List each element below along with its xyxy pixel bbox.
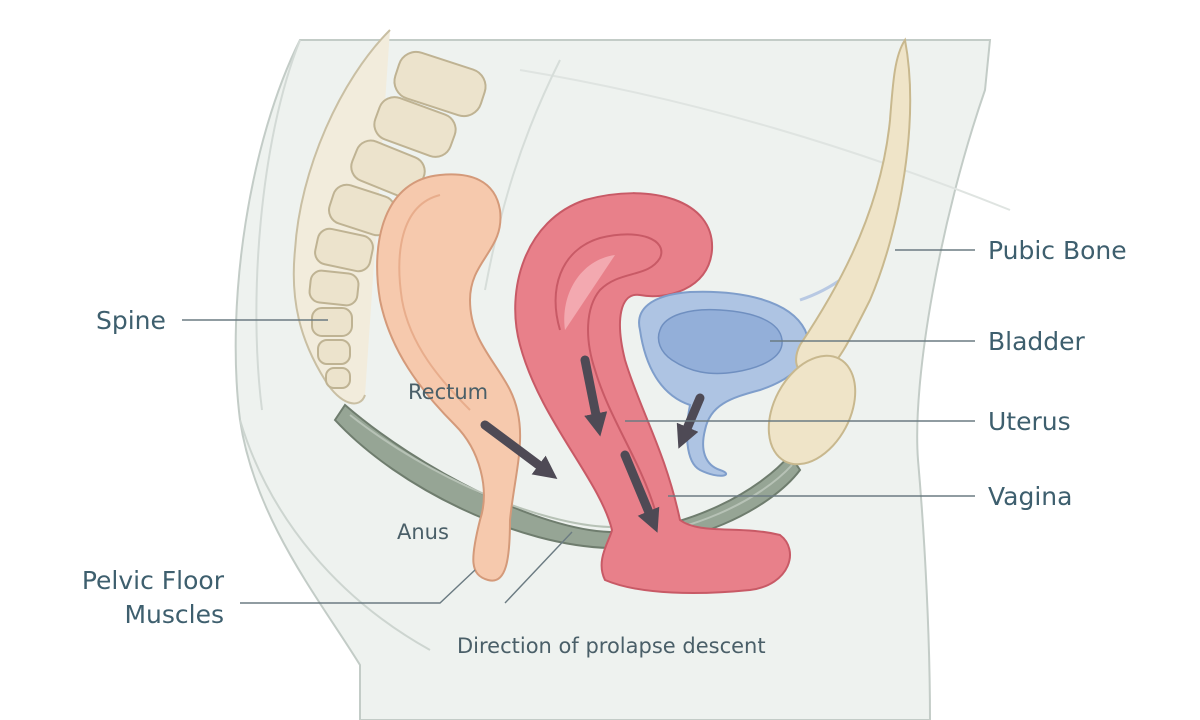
label-anus: Anus: [397, 520, 449, 544]
label-pelvic-floor-line1: Pelvic Floor: [81, 566, 224, 595]
label-bladder: Bladder: [988, 327, 1085, 356]
spine-shape: [292, 29, 487, 405]
uterus-shape: [514, 192, 791, 594]
prolapse-arrows: [480, 355, 705, 533]
label-pubic-bone: Pubic Bone: [988, 236, 1127, 265]
arrow-rectum: [480, 420, 558, 479]
label-spine: Spine: [96, 306, 166, 335]
label-uterus: Uterus: [988, 407, 1071, 436]
label-vagina: Vagina: [988, 482, 1073, 511]
arrow-uterus-1: [580, 355, 608, 437]
leader-pelvic-floor: [240, 569, 476, 604]
leader-lines: [182, 249, 975, 604]
pubic-bone-shape: [767, 37, 912, 466]
arrow-uterus-2: [620, 450, 660, 533]
label-rectum: Rectum: [408, 380, 489, 404]
rectum-shape: [376, 173, 522, 582]
arrow-bladder: [676, 393, 705, 449]
label-pelvic-floor-line2: Muscles: [124, 600, 224, 629]
leader-pelvic-floor-2: [504, 531, 573, 604]
caption-prolapse-direction: Direction of prolapse descent: [457, 634, 766, 658]
